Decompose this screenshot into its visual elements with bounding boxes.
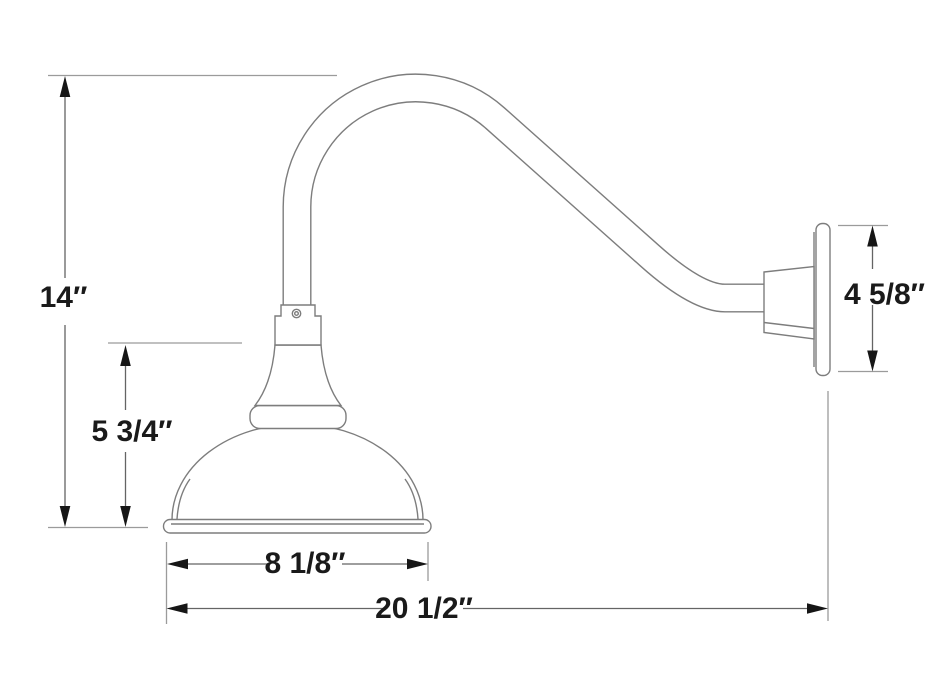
arrow-left-icon: [167, 558, 188, 570]
label-overall-projection: 20 1/2″: [375, 592, 473, 625]
label-overall-height: 14″: [40, 281, 88, 314]
lamp-collar: [274, 304, 322, 346]
arrow-down-icon: [867, 350, 878, 372]
gooseneck-arm-fill: [283, 74, 764, 323]
wall-plate: [815, 222, 831, 377]
arrow-up-icon: [120, 345, 131, 366]
label-shade-assembly-height: 5 3/4″: [91, 415, 172, 448]
arrow-down-icon: [59, 506, 71, 527]
label-wall-plate-height: 4 5/8″: [844, 278, 925, 311]
label-shade-diameter: 8 1/8″: [264, 547, 345, 580]
lamp-shade-dome: [171, 423, 424, 521]
arrow-up-icon: [59, 76, 71, 97]
dome-inner-reveal-right: [404, 478, 419, 520]
arrow-down-icon: [120, 506, 131, 527]
dome-inner-reveal-left: [176, 478, 191, 520]
neck-ring: [249, 404, 347, 430]
arrow-right-icon: [807, 603, 828, 614]
arrow-up-icon: [867, 225, 878, 247]
shade-rim: [162, 518, 432, 534]
lamp-neck: [253, 344, 343, 407]
arrow-right-icon: [407, 558, 428, 570]
screw-icon: [291, 308, 302, 319]
screw-center-icon: [294, 311, 300, 317]
arrow-left-icon: [166, 603, 188, 614]
mounting-cone-lip-line: [763, 321, 815, 330]
mounting-cone: [763, 265, 815, 340]
